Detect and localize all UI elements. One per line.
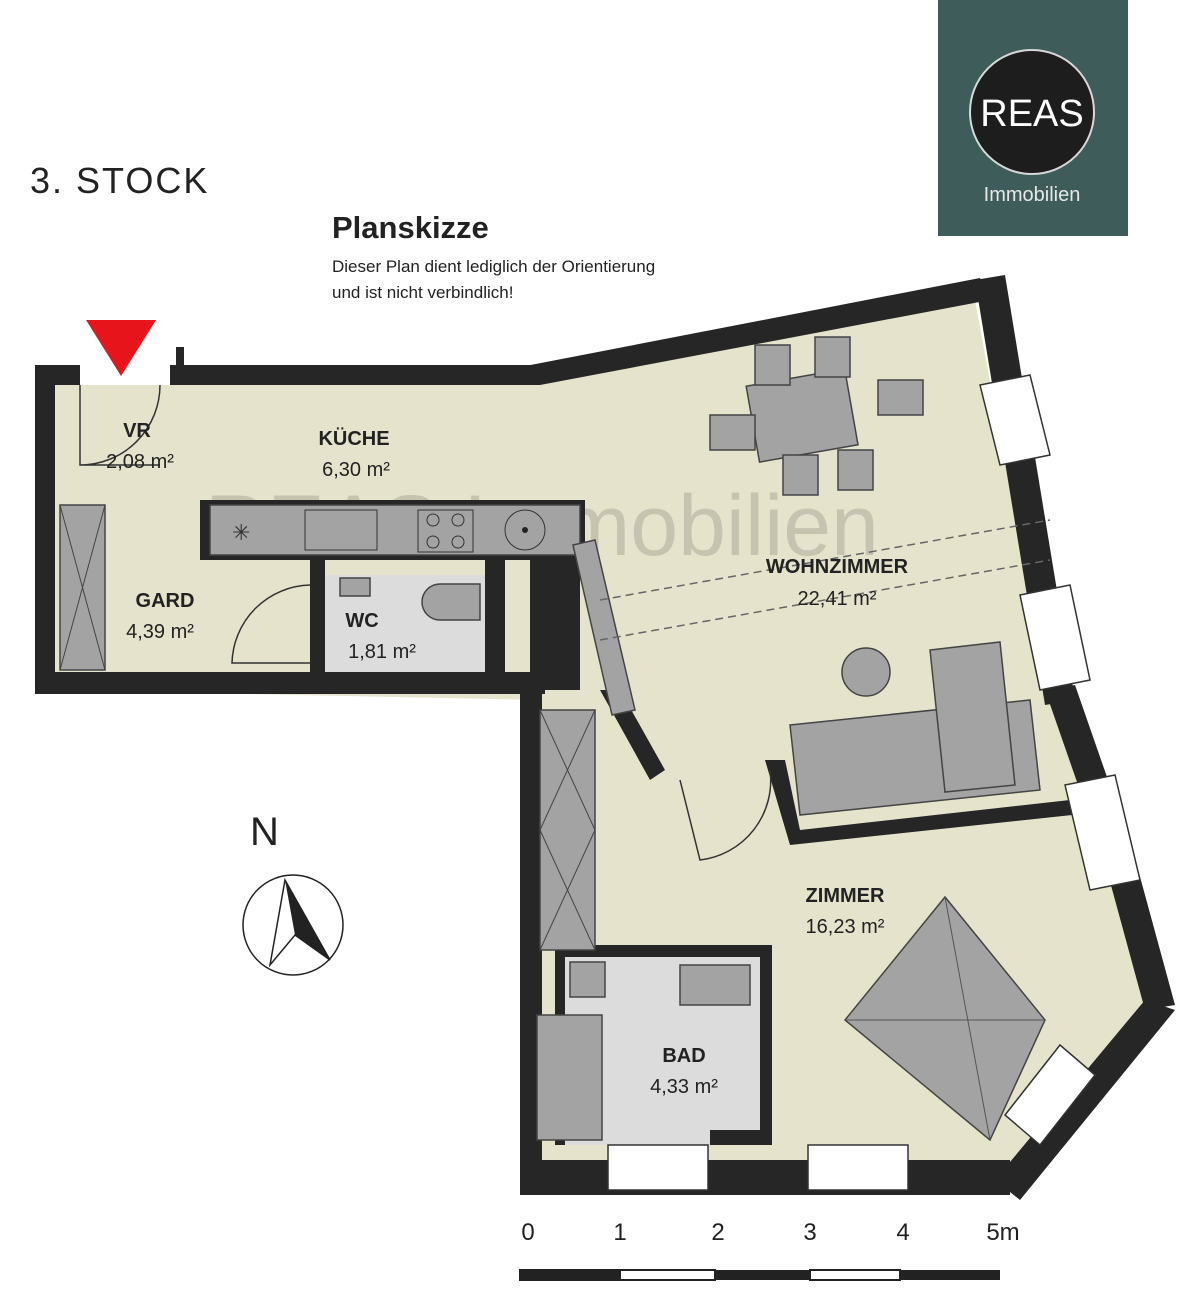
chair [837,449,874,491]
room-name-gard: GARD [136,590,195,612]
toilet-icon [421,583,481,621]
room-name-kueche: KÜCHE [318,427,389,450]
chair [754,344,791,386]
scale-label: 0 [521,1219,534,1246]
scale-label: 4 [896,1219,909,1246]
room-area-zimmer: 16,23 m² [806,916,885,938]
room-name-bad: BAD [662,1045,705,1067]
compass-north-label: N [250,810,279,854]
disclaimer-line-2: und ist nicht verbindlich! [332,283,513,302]
chair [877,379,924,416]
windows [607,374,1141,1191]
compass: N [242,810,344,976]
scale-label: 3 [803,1219,816,1246]
scale-label: 1 [613,1219,626,1246]
room-area-wc: 1,81 m² [348,641,416,663]
coffee-table [841,647,891,697]
window [1064,774,1141,891]
plan-heading: Planskizze [332,210,489,245]
room-name-wohnzimmer: WOHNZIMMER [766,556,909,578]
room-area-kueche: 6,30 m² [322,459,390,481]
scale-label: 5m [986,1219,1019,1246]
bathtub [536,1014,603,1141]
chair [814,336,851,378]
washing-machine [569,961,606,998]
zone-line [599,519,1051,641]
entrance-door [79,384,161,466]
zimmer-door [679,769,772,861]
room-area-wohnzimmer: 22,41 m² [798,588,877,610]
chair [709,414,756,451]
window [1003,1043,1097,1147]
window [979,374,1051,466]
entrance-arrow-icon [86,320,156,376]
kitchen-counter [209,504,581,556]
doors [79,384,1051,861]
wc-sink [339,577,371,597]
sofa-chaise [929,641,1016,793]
reas-logo: REAS Immobilien [938,0,1128,236]
fridge-icon: ✳ [232,520,250,545]
logo-name: REAS [980,93,1083,135]
bath-sink [679,964,751,1006]
scale-bar: 0 1 2 3 4 5m [519,1219,1020,1281]
room-area-gard: 4,39 m² [126,621,194,643]
logo-circle [969,49,1095,175]
window [607,1144,709,1191]
oven-icon [504,509,546,551]
floor-label: 3. STOCK [30,160,209,201]
room-name-vr: VR [123,420,151,442]
room-labels: VR 2,08 m² KÜCHE 6,30 m² GARD 4,39 m² WC… [106,420,909,1098]
bedroom-wardrobe [539,709,596,951]
window [1019,584,1091,691]
room-area-bad: 4,33 m² [650,1076,718,1098]
chair [782,454,819,496]
disclaimer-line-1: Dieser Plan dient lediglich der Orientie… [332,257,655,276]
sink-icon [304,509,378,551]
stove-icon [417,509,474,553]
sideboard [572,539,636,716]
wc-door [231,584,311,664]
compass-circle [242,874,344,976]
furniture: ✳ [59,336,1046,1142]
logo-sub: Immobilien [984,184,1081,206]
room-name-zimmer: ZIMMER [806,885,885,907]
room-area-vr: 2,08 m² [106,451,174,473]
room-name-wc: WC [345,610,378,632]
window [807,1144,909,1191]
scale-label: 2 [711,1219,724,1246]
